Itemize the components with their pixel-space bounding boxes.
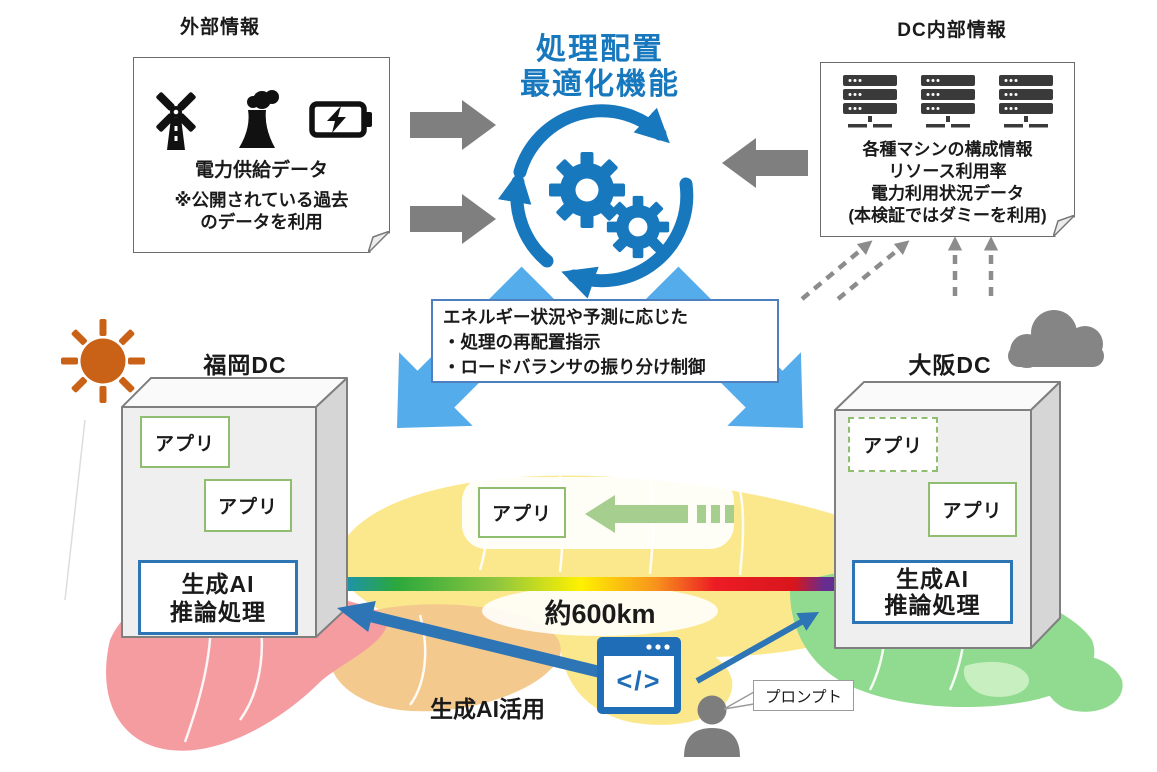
- power-source-icons: [146, 88, 378, 152]
- input-arrow-external-2: [410, 194, 496, 244]
- cycle-gears-icon: [497, 104, 694, 299]
- telemetry-arrows: [800, 236, 999, 301]
- osaka-ai-box: 生成AI 推論処理: [852, 560, 1013, 624]
- genai-usage-label: 生成AI活用: [430, 696, 545, 722]
- dc-internal-info-title: DC内部情報: [897, 20, 1007, 41]
- osaka-app1-box-dashed: アプリ: [848, 417, 938, 472]
- server-icon: [921, 75, 975, 128]
- dc-info-line1: 各種マシンの構成情報: [862, 140, 1033, 159]
- request-arrow-osaka: [695, 611, 820, 684]
- external-info-card: 電力供給データ ※公開されている過去 のデータを利用: [133, 57, 390, 253]
- distance-label: 約600km: [544, 599, 656, 629]
- input-arrow-external-1: [410, 100, 496, 150]
- migrating-app-box: アプリ: [478, 487, 566, 538]
- osaka-app2-box: アプリ: [928, 482, 1017, 537]
- server-rack-icons: [841, 75, 1055, 135]
- control-line2: ・処理の再配置指示: [443, 332, 601, 352]
- control-line1: エネルギー状況や予測に応じた: [443, 307, 688, 327]
- fukuoka-ai-line2: 推論処理: [170, 598, 266, 625]
- optimizer-title: 処理配置 最適化機能: [450, 32, 750, 102]
- external-note-line2: のデータを利用: [200, 212, 323, 232]
- power-plant-icon: [239, 90, 279, 148]
- osaka-ai-line1: 生成AI: [896, 566, 969, 592]
- external-note-line1: ※公開されている過去: [174, 189, 349, 210]
- map-region-kansai-light: [963, 661, 1029, 697]
- code-icon-text: </>: [616, 665, 662, 696]
- page-fold: [368, 231, 390, 253]
- optimizer-title-line1: 処理配置: [536, 33, 664, 66]
- server-icon: [843, 75, 897, 128]
- sun-icon: [61, 319, 145, 403]
- osaka-ai-line2: 推論処理: [884, 592, 981, 618]
- prompt-bubble-tail: [723, 690, 755, 710]
- cloud-icon: [1008, 310, 1104, 368]
- fukuoka-dc-label: 福岡DC: [203, 352, 287, 378]
- prompt-bubble: プロンプト: [753, 680, 854, 711]
- external-info-title: 外部情報: [179, 17, 260, 38]
- input-arrow-dc-info: [722, 138, 808, 188]
- page-fold: [1053, 215, 1075, 237]
- fukuoka-app2-box: アプリ: [204, 479, 292, 532]
- dc-info-line4: (本検証ではダミーを利用): [848, 206, 1047, 225]
- dc-info-line3: 電力利用状況データ: [871, 184, 1024, 203]
- control-instruction-box: エネルギー状況や予測に応じた ・処理の再配置指示 ・ロードバランサの振り分け制御: [431, 299, 779, 383]
- osaka-dc-label: 大阪DC: [908, 352, 992, 378]
- map-region-kansai-east: [1039, 654, 1123, 712]
- windmill-icon: [155, 91, 196, 150]
- gear-icon: [549, 152, 670, 259]
- app-migration-arrow: [585, 495, 734, 533]
- fukuoka-app1-box: アプリ: [140, 416, 230, 468]
- battery-charging-icon: [312, 104, 372, 135]
- control-line3: ・ロードバランサの振り分け制御: [443, 357, 706, 377]
- map-edge-line: [64, 419, 86, 601]
- person-icon: [684, 695, 740, 757]
- fukuoka-ai-line1: 生成AI: [181, 570, 255, 597]
- dc-internal-info-card: 各種マシンの構成情報 リソース利用率 電力利用状況データ (本検証ではダミーを利…: [820, 62, 1075, 237]
- distance-rainbow-bar: [347, 577, 844, 591]
- power-supply-data-label: 電力供給データ: [194, 160, 328, 181]
- optimizer-title-line2: 最適化機能: [520, 68, 680, 101]
- server-icon: [999, 75, 1053, 128]
- fukuoka-ai-box: 生成AI 推論処理: [138, 560, 298, 635]
- dc-info-line2: リソース利用率: [888, 162, 1007, 181]
